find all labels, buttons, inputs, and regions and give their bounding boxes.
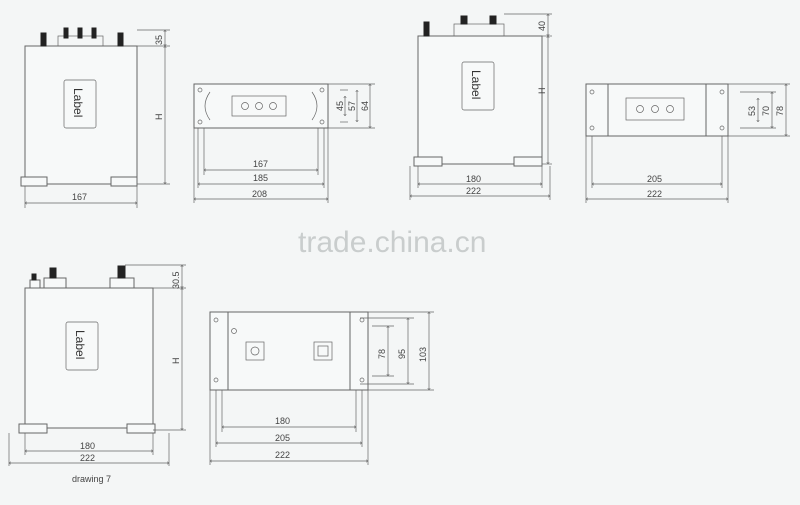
fig1-dim-top: 35 xyxy=(154,35,164,45)
fig1-label: Label xyxy=(71,88,85,117)
fig2-dim-inner: 167 xyxy=(253,159,268,169)
fig4-dim-h2: 70 xyxy=(761,106,771,116)
fig1-front-view: Label 35 H 167 xyxy=(20,27,170,208)
fig3-dim-outer: 222 xyxy=(466,186,481,196)
fig1-dim-height: H xyxy=(154,114,164,121)
fig5-dim-outer: 222 xyxy=(80,453,95,463)
watermark: trade.china.cn xyxy=(298,226,486,259)
fig4-dim-inner: 205 xyxy=(647,174,662,184)
fig3-dim-height: H xyxy=(537,88,547,95)
fig5-label: Label xyxy=(73,330,87,359)
fig6-dim-h1: 78 xyxy=(377,349,387,359)
fig6-dim-mid: 205 xyxy=(275,433,290,443)
fig4-dim-h3: 78 xyxy=(775,106,785,116)
fig4-dim-h1: 53 xyxy=(747,106,757,116)
fig2-dim-h1: 45 xyxy=(335,101,345,111)
fig6-dim-h2: 95 xyxy=(397,349,407,359)
fig5-dim-height: H xyxy=(171,358,181,365)
fig4-top-view: 53 70 78 205 222 xyxy=(585,83,790,203)
fig6-dim-h3: 103 xyxy=(418,347,428,362)
fig3-dim-top: 40 xyxy=(537,21,547,31)
fig5-front-view: Label 30.5 H 180 222 drawing 7 xyxy=(9,265,186,484)
fig2-dim-h3: 64 xyxy=(360,101,370,111)
fig5-dim-inner: 180 xyxy=(80,441,95,451)
fig3-front-view: Label 40 H 180 222 xyxy=(410,14,552,200)
fig2-dim-h2: 57 xyxy=(347,101,357,111)
fig4-dim-outer: 222 xyxy=(647,189,662,199)
fig3-label: Label xyxy=(469,70,483,99)
fig3-dim-inner: 180 xyxy=(466,174,481,184)
fig2-dim-outer: 208 xyxy=(252,189,267,199)
fig6-top-view: 78 95 103 180 205 222 xyxy=(209,311,434,465)
fig2-dim-mid: 185 xyxy=(253,173,268,183)
figure-caption: drawing 7 xyxy=(72,474,111,484)
fig5-dim-top: 30.5 xyxy=(171,271,181,289)
fig6-dim-outer: 222 xyxy=(275,450,290,460)
fig2-top-view: 45 57 64 167 185 208 xyxy=(193,83,375,203)
fig1-dim-width: 167 xyxy=(72,192,87,202)
fig6-dim-inner: 180 xyxy=(275,416,290,426)
